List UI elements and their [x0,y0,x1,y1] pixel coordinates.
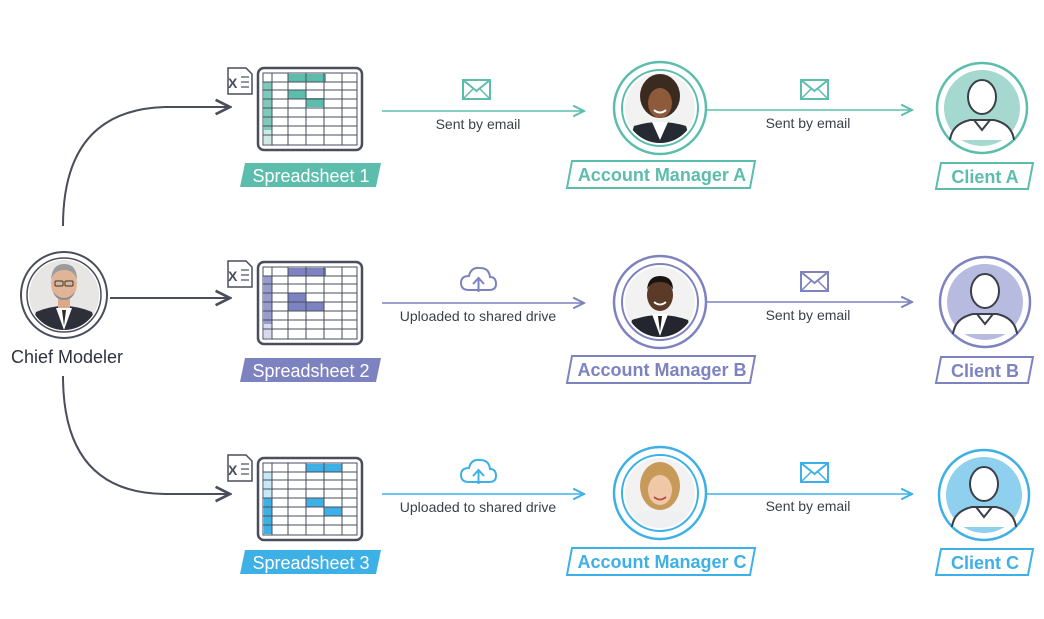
spreadsheet-1-label: Spreadsheet 1 [252,166,369,186]
businessman-avatar-icon [29,260,99,330]
woman-avatar-icon [625,73,695,143]
connector-chief-to-sheet3 [62,375,230,494]
chief-modeler-node: Chief Modeler [11,251,123,367]
spreadsheet-3-icon [256,456,364,542]
row-3: X Spreadsheet 3 [227,445,1035,576]
spreadsheet-3-label: Spreadsheet 3 [252,553,369,573]
client-edge-3-label: Sent by email [766,498,851,514]
account-manager-a-tag: Account Manager A [565,160,757,189]
excel-file-icon: X [227,454,253,482]
edge-3-label: Uploaded to shared drive [400,499,557,515]
account-manager-b-tag: Account Manager B [565,355,757,384]
client-edge-2-label: Sent by email [766,307,851,323]
row-2: X Spreadsheet 2 [227,254,1035,384]
spreadsheet-2-icon [256,260,364,346]
excel-file-icon: X [227,260,253,288]
account-manager-b-node [612,254,708,350]
user-avatar-icon [949,79,1015,141]
user-avatar-icon [952,273,1018,335]
excel-file-icon: X [227,67,253,95]
edge-2-label: Uploaded to shared drive [400,308,557,324]
client-edge-1-label: Sent by email [766,115,851,131]
client-a-tag: Client A [934,162,1035,190]
svg-text:X: X [228,268,238,284]
account-manager-c-label: Account Manager C [577,552,746,572]
spreadsheet-2-label: Spreadsheet 2 [252,361,369,381]
client-b-label: Client B [951,361,1019,381]
client-b-tag: Client B [934,356,1035,384]
spreadsheet-1-tag: Spreadsheet 1 [240,163,381,187]
client-c-node [937,448,1031,542]
account-manager-a-node [612,60,708,156]
spreadsheet-3-tag: Spreadsheet 3 [240,550,381,574]
spreadsheet-1-icon [256,66,364,152]
envelope-icon [800,462,829,483]
woman-blonde-avatar-icon [625,458,695,528]
envelope-icon [800,79,829,100]
cloud-upload-icon [459,458,498,484]
connector-chief-to-sheet1 [62,107,230,227]
cloud-upload-icon [459,266,498,292]
spreadsheet-2-tag: Spreadsheet 2 [240,358,381,382]
account-manager-c-tag: Account Manager C [565,547,757,576]
client-a-node [935,61,1029,155]
chief-modeler-label: Chief Modeler [11,347,123,367]
man-avatar-icon [625,267,695,337]
account-manager-b-label: Account Manager B [577,360,746,380]
client-a-label: Client A [951,167,1018,187]
client-c-tag: Client C [934,548,1035,576]
envelope-icon [462,79,491,100]
envelope-icon [800,271,829,292]
svg-text:X: X [228,75,238,91]
client-c-label: Client C [951,553,1019,573]
client-b-node [938,255,1032,349]
account-manager-c-node [612,445,708,541]
edge-1-label: Sent by email [436,116,521,132]
svg-text:X: X [228,462,238,478]
account-manager-a-label: Account Manager A [578,165,746,185]
user-avatar-icon [951,466,1017,528]
row-1: X Spreadsh [227,60,1035,190]
